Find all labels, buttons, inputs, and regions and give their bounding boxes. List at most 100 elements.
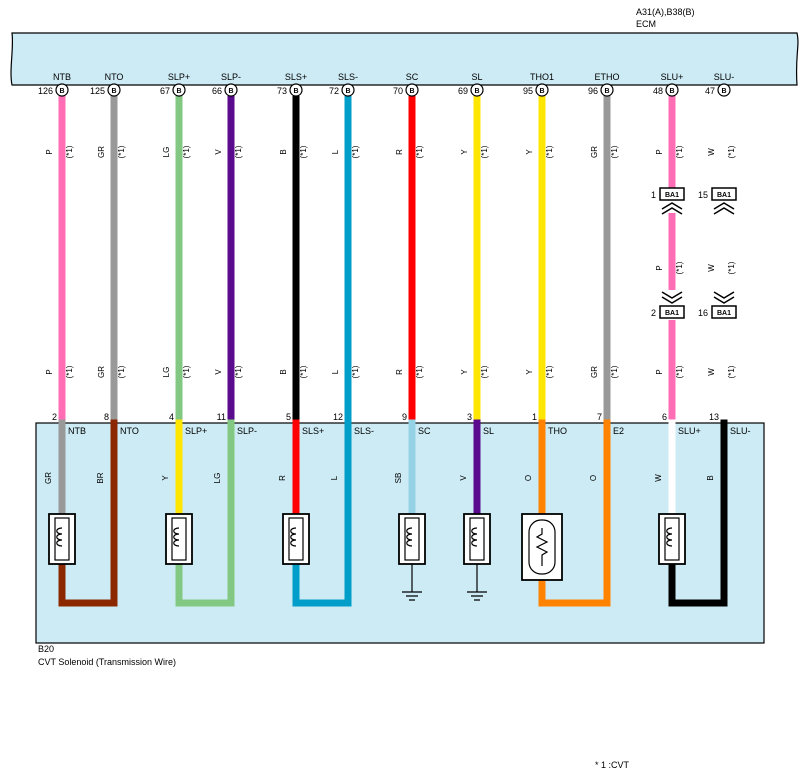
junction-name: BA1 [717, 310, 731, 317]
junction-name: BA1 [665, 192, 679, 199]
b20-pin-number: 3 [467, 412, 472, 422]
coil-icon [471, 527, 478, 547]
b20-pin-name: SLU- [730, 426, 751, 436]
connector-b-icon [224, 83, 238, 97]
wire-note-label: (*1) [545, 145, 554, 158]
wire-1: PP(*1)(*1) [45, 96, 74, 423]
thermistor-box [521, 513, 563, 581]
ecm-pin-name: SLU+ [661, 72, 684, 82]
ecm-pin-number: 126 [38, 86, 53, 96]
connector-b-icon [470, 83, 484, 97]
b20-pin-number: 6 [662, 412, 667, 422]
ecm-pin-name: SLP- [221, 72, 241, 82]
b20-name: CVT Solenoid (Transmission Wire) [38, 657, 176, 667]
wire-color-label: B [279, 369, 288, 374]
solenoid-box [398, 513, 426, 565]
junction-arrow-up-icon [661, 202, 683, 215]
ecm-pin-48: SLU+ 48 B [653, 72, 684, 97]
connector-letter: B [669, 88, 674, 95]
wire-note-label: (*1) [480, 145, 489, 158]
b20-pin-name: SLS+ [302, 426, 324, 436]
coil-icon [173, 527, 180, 547]
ground-icon [402, 580, 422, 601]
wire-color-label: V [214, 369, 223, 375]
wire-note-label: (*1) [299, 145, 308, 158]
resistor-icon [535, 528, 549, 566]
wire-color-label: Y [460, 369, 469, 375]
b20-pin-name: SLP+ [185, 426, 207, 436]
junction-box [711, 305, 737, 319]
b20-pin-name: SC [418, 426, 431, 436]
wire-color-label: W [707, 264, 716, 272]
coil-icon [406, 527, 413, 547]
wire-color-label: GR [590, 366, 599, 378]
junction-box [659, 305, 685, 319]
junction-pin-top: 1 [651, 190, 656, 200]
wire-color-label: B [279, 149, 288, 154]
junction-name: BA1 [665, 310, 679, 317]
connector-letter: B [721, 88, 726, 95]
ecm-pin-67: SLP+ 67 B [160, 72, 190, 97]
wire-4: VV(*1)(*1) [214, 96, 243, 423]
wire-note-label: (*1) [351, 145, 360, 158]
b20-pin-name: THO [548, 426, 567, 436]
connector-letter: B [111, 88, 116, 95]
ecm-pin-number: 67 [160, 86, 170, 96]
junction-arrow-down-icon [661, 291, 683, 304]
ecm-pin-number: 95 [523, 86, 533, 96]
connector-b-icon [107, 83, 121, 97]
wire-color-label: W [707, 148, 716, 156]
wire-9: YY(*1)(*1) [525, 96, 554, 423]
solenoid-sl: V [459, 419, 491, 601]
wire-color-label: Y [161, 475, 170, 481]
b20-pin-name: SLS- [354, 426, 374, 436]
ecm-pin-number: 96 [588, 86, 598, 96]
junction-pin-bottom: 2 [651, 308, 656, 318]
wire-note-label: (*1) [415, 365, 424, 378]
b20-pin-name: SL [483, 426, 494, 436]
ecm-pin-number: 69 [458, 86, 468, 96]
ecm-pin-name: NTB [53, 72, 71, 82]
wire-color-label: L [331, 149, 340, 154]
junction-arrow-up-icon [713, 202, 735, 215]
b20-pin-number: 12 [333, 412, 343, 422]
ecm-pin-name: SLP+ [168, 72, 190, 82]
connector-letter: B [293, 88, 298, 95]
wire-note-label: (*1) [675, 261, 684, 274]
wire-note-label: (*1) [65, 365, 74, 378]
junction-arrow-down-icon [713, 291, 735, 304]
wire-note-label: (*1) [351, 365, 360, 378]
wire-6: LL(*1)(*1) [331, 96, 360, 423]
b20-pin-number: 1 [532, 412, 537, 422]
ecm-pin-name: ETHO [594, 72, 619, 82]
ecm-pin-number: 48 [653, 86, 663, 96]
solenoid-box [165, 513, 193, 565]
wire-color-label: W [654, 474, 663, 482]
connector-letter: B [345, 88, 350, 95]
wire-color-label: SB [394, 473, 403, 484]
wire-color-label: GR [97, 366, 106, 378]
b20-pin-number: 8 [104, 412, 109, 422]
b20-pin-9: 9SC [402, 412, 431, 436]
wire-color-label: Y [525, 369, 534, 375]
wire-note-label: (*1) [727, 261, 736, 274]
connector-letter: B [539, 88, 544, 95]
connector-letter: B [176, 88, 181, 95]
